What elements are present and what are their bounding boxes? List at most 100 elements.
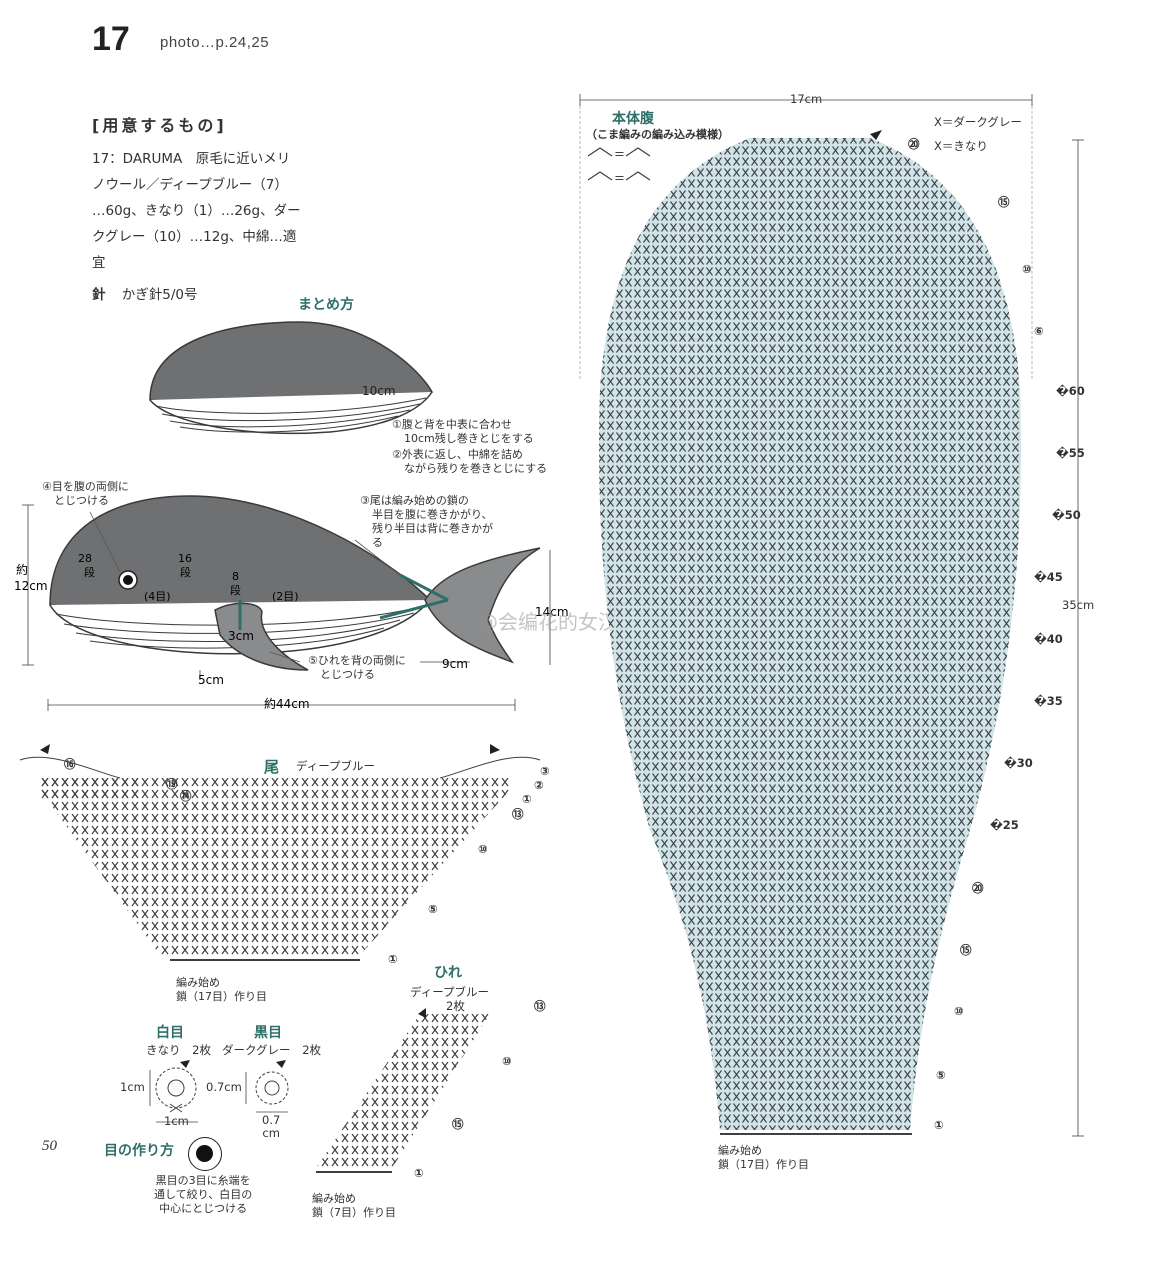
how-line: 中心にとじつける (159, 1202, 248, 1215)
dim-9cm: 9cm (442, 657, 468, 671)
dim-5cm: 5cm (198, 673, 224, 687)
tail-color: ディープブルー (296, 759, 376, 773)
tail-title: 尾 (264, 758, 280, 776)
start-line: 編み始め (312, 1192, 356, 1205)
needle-row: 針 かぎ針5/0号 (92, 282, 198, 308)
materials-heading: [用意するもの] (92, 116, 227, 135)
dim-10cm: 10cm (362, 384, 396, 398)
tail-row-1b: ① (522, 792, 532, 806)
start-line: 編み始め (176, 976, 220, 989)
black-eye-color-row: ダークグレー 2枚 (222, 1042, 321, 1058)
black-eye-width-unit: cm (262, 1126, 280, 1140)
eye-how-title: 目の作り方 (104, 1143, 174, 1159)
whale-bottom (22, 495, 551, 711)
fin-color: ディープブルー (410, 985, 490, 999)
white-eye-count: 2枚 (192, 1043, 211, 1057)
body-row-20: ⑳ (972, 881, 984, 895)
body-row-5: ⑤ (936, 1068, 946, 1082)
body-row-1: ① (934, 1118, 944, 1132)
needle-label: 針 (92, 287, 106, 303)
note-line: る (372, 536, 383, 549)
body-row-60: �60 (1056, 384, 1085, 398)
black-eye-color: ダークグレー (222, 1043, 291, 1057)
note-line: ⑤ひれを背の両側に (308, 654, 406, 667)
body-row-15: ⑮ (960, 943, 972, 957)
fin-row-1: ① (414, 1166, 424, 1180)
rows-8-unit: 段 (230, 583, 241, 597)
assembly-note-4: ④目を腹の両側に とじつける (42, 480, 129, 508)
fin-start: 編み始め 鎖（7目）作り目 (312, 1192, 396, 1220)
white-eye-color-row: きなり 2枚 (146, 1042, 211, 1058)
white-eye-width: 1cm (164, 1114, 189, 1128)
materials-line: 17：DARUMA 原毛に近いメリ (92, 151, 291, 167)
body-row-75: ⑮ (998, 195, 1010, 209)
assembly-title: まとめ方 (298, 297, 354, 313)
materials-line: …60g、きなり（1）…26g、ダー (92, 203, 301, 219)
note-line: 10cm残し巻きとじをする (404, 432, 534, 445)
stitches-2: (2目) (272, 590, 299, 603)
note-line: ①腹と背を中表に合わせ (392, 418, 512, 431)
fin-row-10: ⑩ (502, 1054, 512, 1068)
materials-line: 宜 (92, 255, 106, 271)
black-eye-title: 黒目 (254, 1025, 282, 1041)
body-width: 17cm (790, 92, 823, 106)
how-line: 黒目の3目に糸端を (155, 1174, 251, 1187)
materials-line: クグレー（10）…12g、中綿…適 (92, 229, 297, 245)
black-eye-height: 0.7cm (206, 1080, 242, 1094)
rows-16-unit: 段 (180, 565, 191, 579)
body-row-70: ⑩ (1022, 262, 1032, 276)
eye-charts (149, 1060, 289, 1123)
fin-row-15: ⑮ (452, 1117, 464, 1131)
legend-dark-gray: X＝ダークグレー (934, 115, 1022, 129)
white-eye-height: 1cm (120, 1080, 145, 1094)
body-subtitle: （こま編みの編み込み模様） (586, 128, 729, 141)
black-eye-count: 2枚 (302, 1043, 322, 1057)
tail-row-1: ① (388, 952, 398, 966)
assembly-note-5: ⑤ひれを背の両側に とじつける (308, 654, 406, 682)
how-line: 通して絞り、白目の (154, 1188, 253, 1201)
dim-14cm: 14cm (535, 605, 569, 619)
assembly-illustration: 10cm 28 段 16 段 8 段 (14, 321, 569, 711)
body-row-25: �25 (990, 818, 1019, 832)
start-line: 編み始め (718, 1144, 762, 1157)
body-row-35: �35 (1034, 694, 1063, 708)
tail-row-14: ⑭ (180, 789, 192, 803)
start-line: 鎖（17目）作り目 (718, 1158, 809, 1171)
body-row-80: ⑳ (908, 137, 920, 151)
tail-row-3: ③ (540, 764, 550, 778)
black-eye-width: 0.7 cm (262, 1114, 280, 1140)
fin-chart (316, 1008, 490, 1173)
width-approx: 約44cm (264, 696, 310, 711)
body-row-55: �55 (1056, 446, 1085, 460)
page-folio: 50 (42, 1138, 57, 1154)
needle-value: かぎ針5/0号 (121, 287, 198, 303)
rows-16: 16 (178, 552, 192, 565)
tail-row-10: ⑩ (478, 842, 488, 856)
assembly-note-1: ①腹と背を中表に合わせ 10cm残し巻きとじをする (392, 418, 534, 446)
legend-eq: ＝ (614, 148, 625, 161)
note-line: とじつける (320, 668, 375, 681)
legend-ecru: X＝きなり (934, 139, 988, 153)
tail-row-13: ⑬ (512, 807, 524, 821)
body-start: 編み始め 鎖（17目）作り目 (718, 1144, 809, 1172)
body-row-10: ⑩ (954, 1004, 964, 1018)
stitches-4: (4目) (144, 590, 171, 603)
materials-line: ノウール／ディープブルー（7） (92, 177, 288, 193)
rows-28-unit: 段 (84, 565, 95, 579)
tail-row-16: ⑯ (64, 757, 76, 771)
tail-start: 編み始め 鎖（17目）作り目 (176, 976, 267, 1004)
photo-reference: photo…p.24,25 (160, 34, 270, 51)
tail-chart (19, 744, 541, 961)
page-number: 17 (92, 20, 130, 58)
body-row-65: ⑥ (1034, 324, 1044, 338)
body-chart: ＝ ＝ (579, 94, 1084, 1137)
note-line: 半目を腹に巻きかがり、 (372, 508, 493, 521)
white-eye-color: きなり (146, 1043, 181, 1057)
note-line: とじつける (54, 494, 109, 507)
note-line: ④目を腹の両側に (42, 480, 129, 493)
tail-row-15: ⑮ (166, 777, 178, 791)
tail-row-5: ⑤ (428, 902, 438, 916)
note-line: 残り半目は背に巻きかが (372, 522, 493, 535)
fin-row-13: ⑬ (534, 999, 546, 1013)
tail-row-2: ② (534, 778, 544, 792)
